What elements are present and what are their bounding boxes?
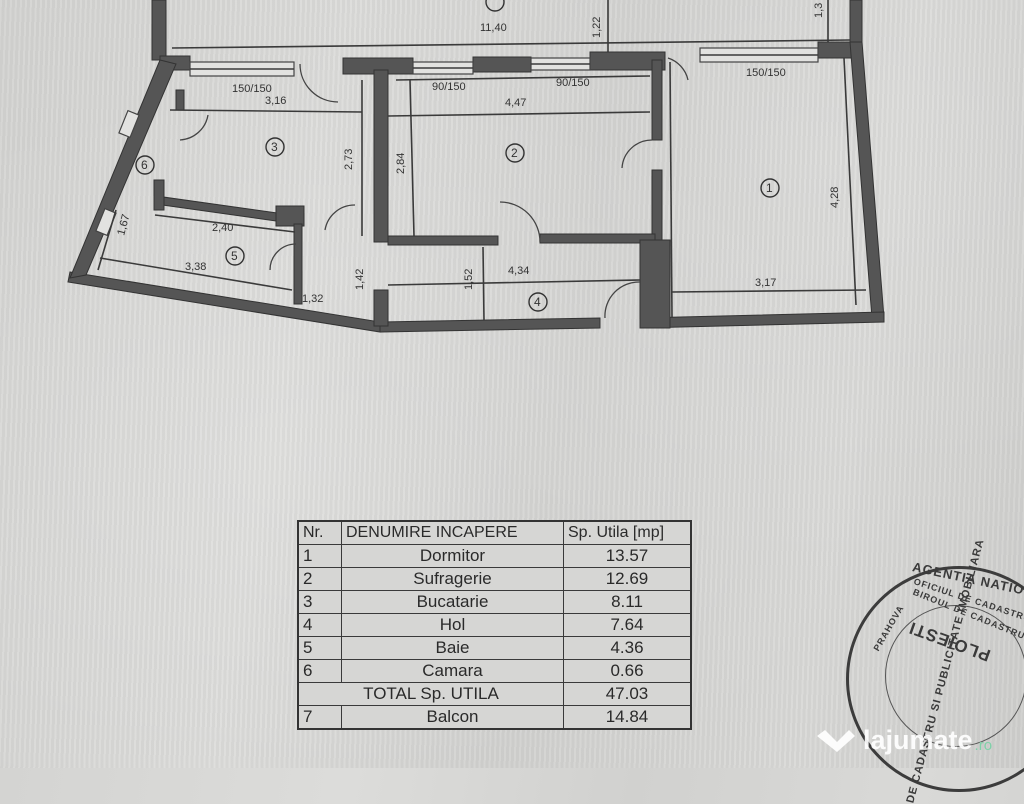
row-nr: 3 bbox=[297, 590, 342, 614]
svg-text:1: 1 bbox=[766, 181, 773, 195]
room-marker-3: 3 bbox=[265, 137, 285, 157]
cadastre-stamp: AGENTIA NATIONALA DE CADASTRU SI PUBLICI… bbox=[846, 538, 1024, 804]
svg-text:3: 3 bbox=[271, 140, 278, 154]
row-area: 13.57 bbox=[563, 544, 692, 568]
header-nr: Nr. bbox=[297, 520, 342, 545]
svg-text:3,38: 3,38 bbox=[185, 261, 206, 273]
svg-text:2,40: 2,40 bbox=[212, 222, 233, 234]
svg-text:2,84: 2,84 bbox=[395, 153, 407, 174]
svg-text:4,28: 4,28 bbox=[829, 187, 841, 208]
watermark-tld: .ro bbox=[974, 736, 993, 754]
room-area-table: Nr. DENUMIRE INCAPERE Sp. Utila [mp] 1 D… bbox=[297, 520, 692, 730]
row-area: 0.66 bbox=[563, 659, 692, 683]
svg-text:2: 2 bbox=[511, 146, 518, 160]
svg-text:1,52: 1,52 bbox=[463, 269, 475, 290]
row-area: 14.84 bbox=[563, 705, 692, 730]
svg-text:1,22: 1,22 bbox=[591, 17, 603, 38]
svg-text:5: 5 bbox=[231, 249, 238, 263]
row-area: 8.11 bbox=[563, 590, 692, 614]
row-nr: 2 bbox=[297, 567, 342, 591]
row-nr: 6 bbox=[297, 659, 342, 683]
table-header-row: Nr. DENUMIRE INCAPERE Sp. Utila [mp] bbox=[297, 520, 692, 545]
svg-text:1,3: 1,3 bbox=[813, 3, 825, 18]
handshake-logo-icon bbox=[817, 730, 855, 752]
row-name: Sufragerie bbox=[341, 567, 564, 591]
room-marker-5: 5 bbox=[225, 246, 245, 266]
row-name: Camara bbox=[341, 659, 564, 683]
row-name: Hol bbox=[341, 613, 564, 637]
total-area: 47.03 bbox=[563, 682, 692, 706]
table-total-row: TOTAL Sp. UTILA 47.03 bbox=[297, 682, 692, 706]
row-name: Baie bbox=[341, 636, 564, 660]
table-row: 4 Hol 7.64 bbox=[297, 613, 692, 637]
header-area: Sp. Utila [mp] bbox=[563, 520, 692, 545]
row-nr: 7 bbox=[297, 705, 342, 730]
table-row: 1 Dormitor 13.57 bbox=[297, 544, 692, 568]
svg-text:11,40: 11,40 bbox=[480, 22, 507, 34]
room-marker-7 bbox=[485, 0, 505, 12]
table-row-balcony: 7 Balcon 14.84 bbox=[297, 705, 692, 730]
svg-text:150/150: 150/150 bbox=[746, 67, 786, 79]
svg-text:1,32: 1,32 bbox=[302, 293, 323, 305]
balcony-left-wall bbox=[151, 0, 167, 61]
room-marker-2: 2 bbox=[505, 143, 525, 163]
svg-text:3,17: 3,17 bbox=[755, 277, 776, 289]
svg-text:4,34: 4,34 bbox=[508, 265, 529, 277]
room-marker-4: 4 bbox=[528, 292, 548, 312]
row-area: 4.36 bbox=[563, 636, 692, 660]
watermark-brand: lajumate bbox=[863, 724, 973, 755]
lajumate-watermark: lajumate .ro bbox=[815, 722, 992, 758]
row-area: 7.64 bbox=[563, 613, 692, 637]
svg-text:90/150: 90/150 bbox=[556, 77, 590, 89]
svg-text:3,16: 3,16 bbox=[265, 95, 286, 107]
stamp-inner-ring bbox=[885, 605, 1024, 747]
svg-text:4,47: 4,47 bbox=[505, 97, 526, 109]
svg-text:6: 6 bbox=[141, 158, 148, 172]
row-nr: 5 bbox=[297, 636, 342, 660]
header-room-name: DENUMIRE INCAPERE bbox=[341, 520, 564, 545]
svg-text:150/150: 150/150 bbox=[232, 83, 272, 95]
svg-text:4: 4 bbox=[534, 295, 541, 309]
row-area: 12.69 bbox=[563, 567, 692, 591]
total-label: TOTAL Sp. UTILA bbox=[297, 682, 564, 706]
table-row: 6 Camara 0.66 bbox=[297, 659, 692, 683]
svg-text:1,42: 1,42 bbox=[354, 269, 366, 290]
floor-plan: 3 2 1 4 5 6 11,40 1,22 1,3 3,16 2,73 4,4… bbox=[67, 0, 885, 333]
table-row: 2 Sufragerie 12.69 bbox=[297, 567, 692, 591]
table-row: 3 Bucatarie 8.11 bbox=[297, 590, 692, 614]
row-name: Dormitor bbox=[341, 544, 564, 568]
svg-text:1,67: 1,67 bbox=[115, 213, 132, 237]
row-name: Balcon bbox=[341, 705, 564, 730]
svg-text:2,73: 2,73 bbox=[343, 149, 355, 170]
row-name: Bucatarie bbox=[341, 590, 564, 614]
svg-text:90/150: 90/150 bbox=[432, 81, 466, 93]
row-nr: 4 bbox=[297, 613, 342, 637]
room-marker-6: 6 bbox=[135, 155, 155, 175]
room-marker-1: 1 bbox=[760, 178, 780, 198]
row-nr: 1 bbox=[297, 544, 342, 568]
table-row: 5 Baie 4.36 bbox=[297, 636, 692, 660]
